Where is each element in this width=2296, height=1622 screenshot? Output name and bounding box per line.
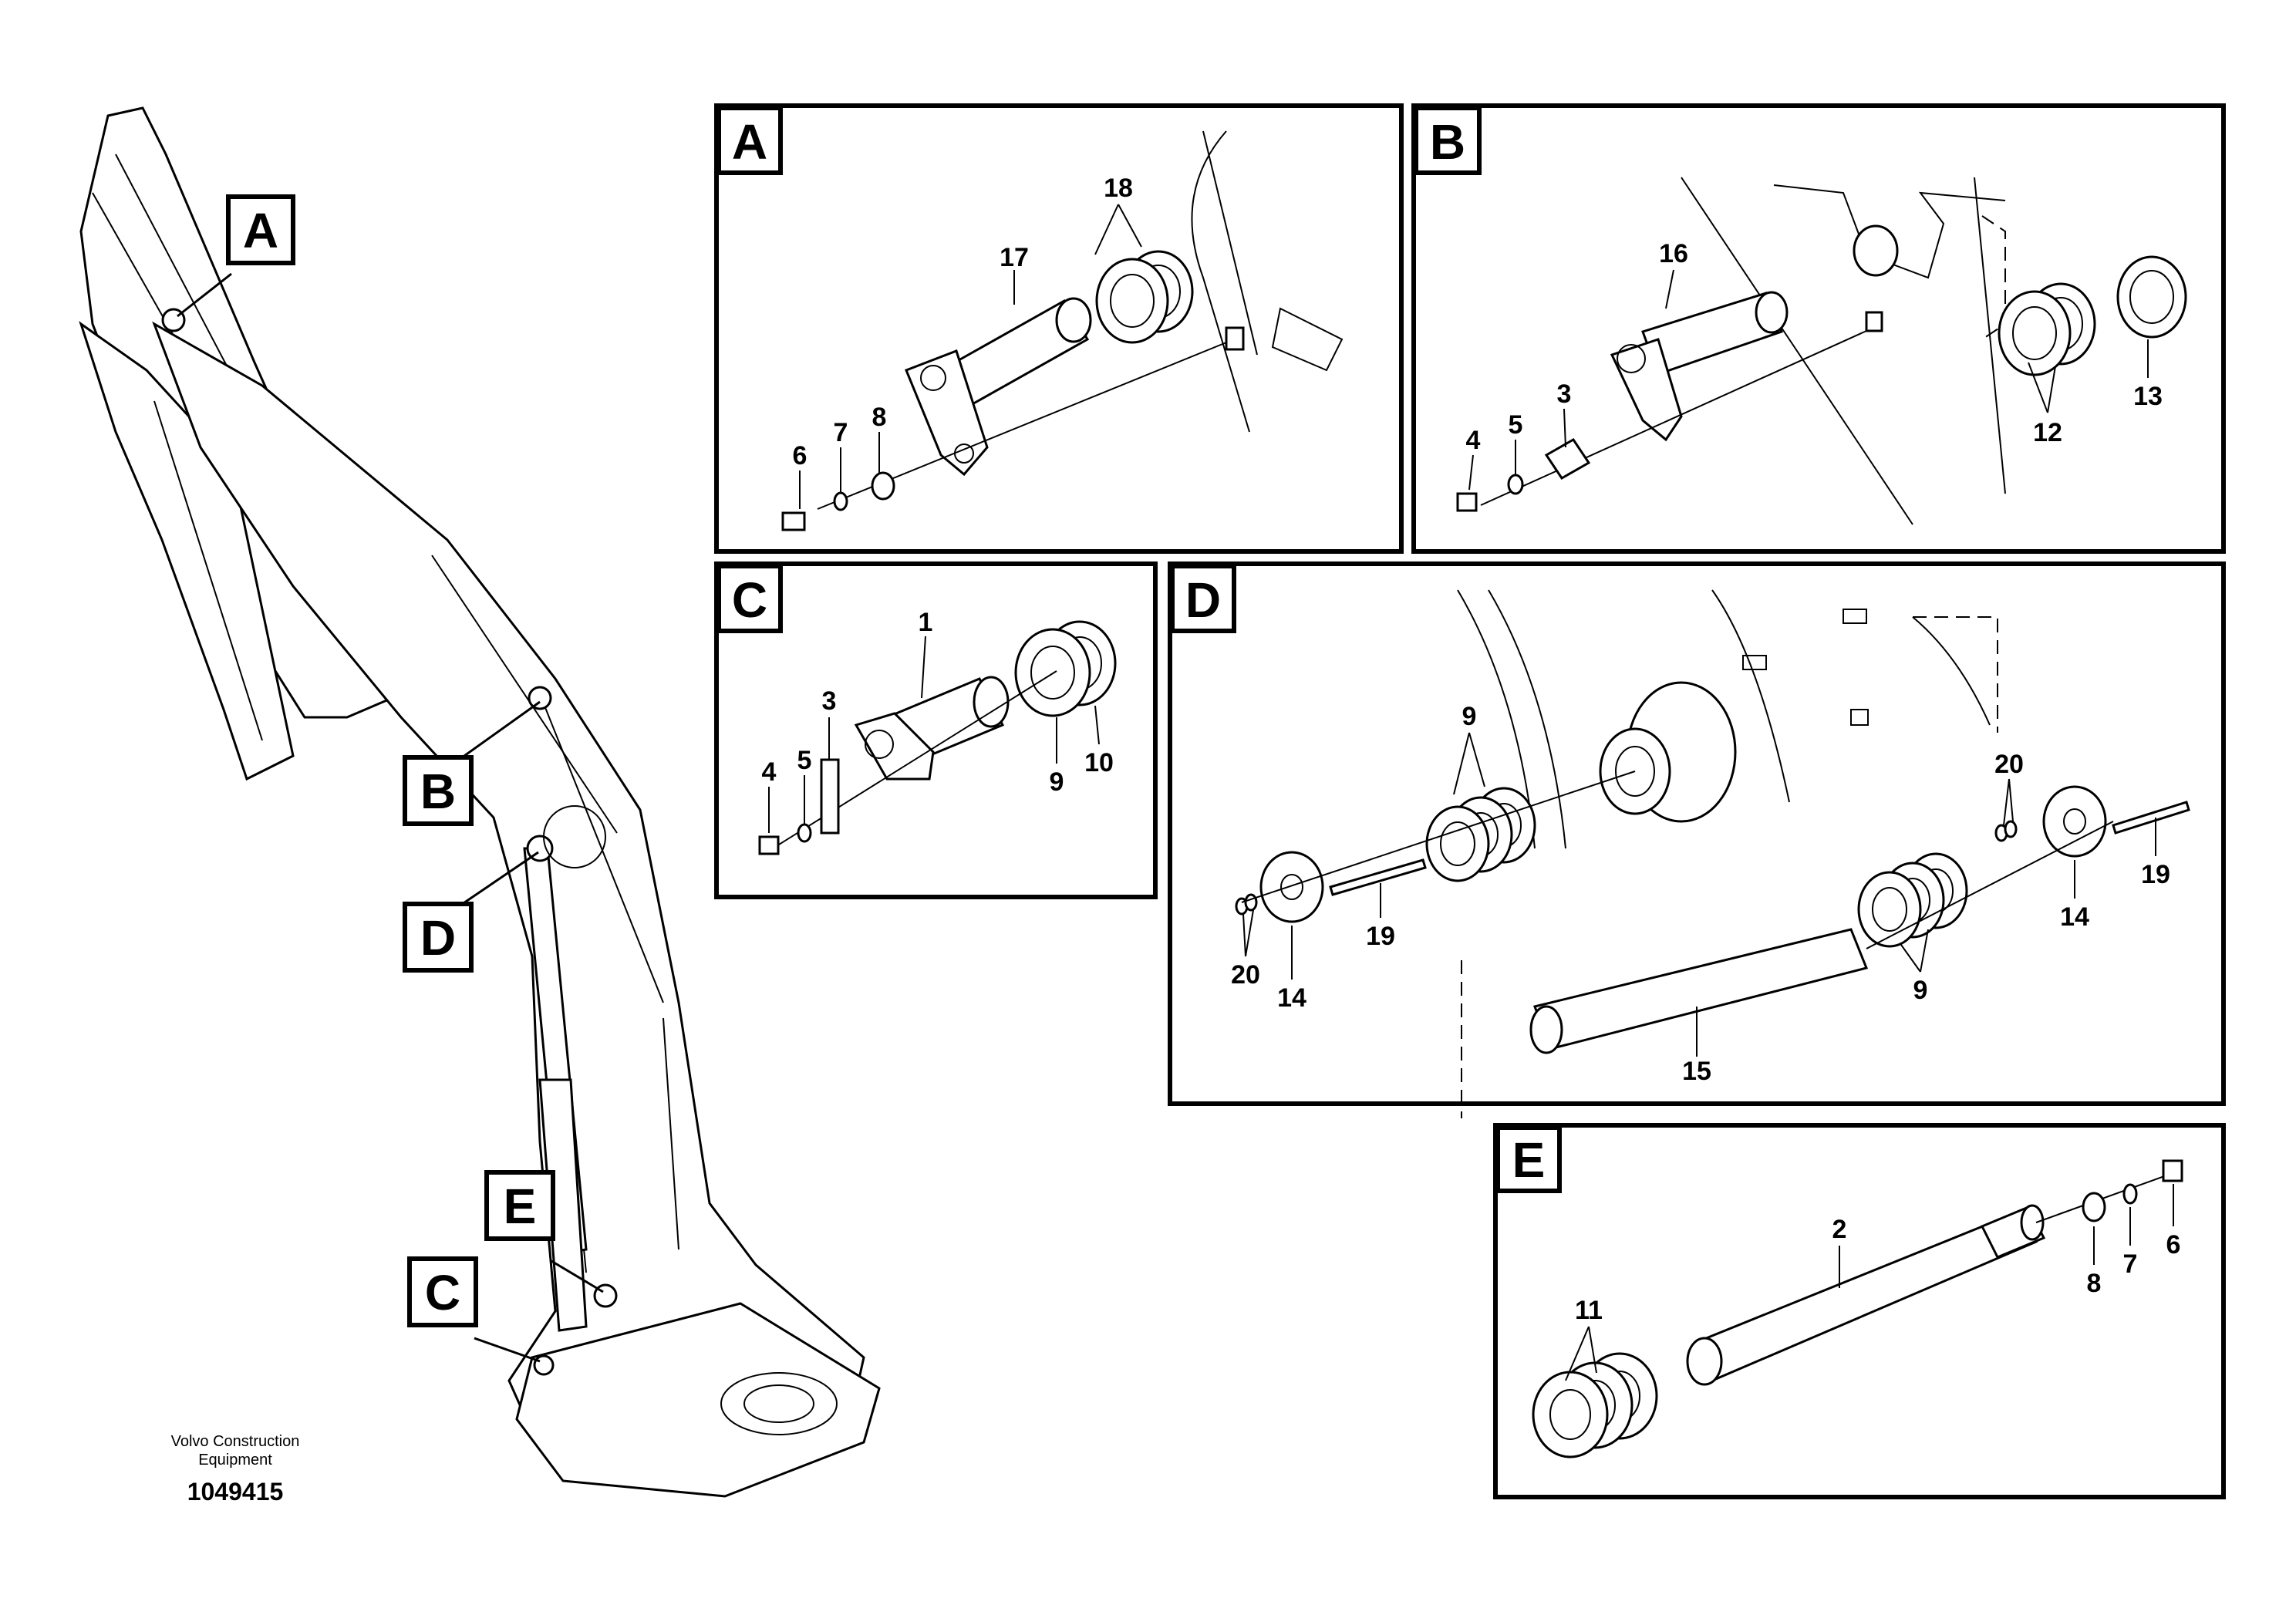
svg-text:D: D [420,910,456,966]
panel-e-label: E [1512,1132,1546,1188]
part-number: 7 [2123,1249,2138,1279]
panel-c-label: C [732,572,767,628]
detail-panel-d: D [1168,561,2226,1118]
detail-panel-e: E 2 11 8 7 6 [1493,1123,2226,1499]
boom-overview [79,106,881,1498]
part-number: 6 [793,441,807,470]
detail-panel-c: C 1 3 4 5 9 10 [714,561,1158,899]
part-number: 13 [2133,382,2163,411]
svg-text:B: B [420,764,456,819]
panel-b-label: B [1430,114,1465,170]
part-number: 5 [1509,410,1523,440]
part-number: 10 [1084,748,1114,777]
part-number: 19 [2141,860,2170,889]
part-number: 15 [1682,1057,1711,1086]
part-number: 14 [1277,983,1306,1013]
callout-leaders [177,272,604,1363]
callout-D: D [403,902,474,973]
part-number: 9 [1050,767,1064,797]
part-number: 8 [2087,1269,2102,1298]
detail-panel-b: B 16 3 4 5 [1411,103,2226,554]
part-number: 4 [1466,426,1481,455]
part-number: 8 [872,403,887,432]
part-number: 9 [1913,976,1928,1005]
panel-a-label: A [732,114,767,170]
part-number: 9 [1462,702,1477,731]
part-number: 17 [1000,243,1029,272]
panel-d-label: D [1185,572,1221,628]
part-number: 11 [1575,1296,1603,1325]
svg-text:E: E [504,1179,537,1234]
svg-text:C: C [425,1265,460,1320]
part-number: 3 [1557,379,1572,409]
part-number: 6 [2166,1230,2181,1259]
part-number: 20 [1231,960,1260,990]
callout-C: C [407,1256,478,1327]
part-number: 20 [1994,750,2024,779]
part-number: 5 [797,746,812,775]
callout-B: B [403,755,474,826]
part-number: 4 [762,757,777,787]
detail-panel-a: A 18 17 6 7 8 [714,103,1404,554]
part-number: 7 [834,418,848,447]
brand-line-1: Volvo Construction [171,1433,300,1450]
brand-line-2: Equipment [198,1452,272,1469]
callout-E: E [484,1170,555,1241]
part-number: 18 [1104,174,1133,203]
part-number: 2 [1832,1215,1847,1244]
part-number: 16 [1659,239,1688,268]
part-number: 19 [1366,922,1395,951]
part-number: 3 [822,686,837,716]
callout-A: A [226,194,295,265]
part-number: 1 [919,608,933,637]
drawing-number: 1049415 [187,1478,284,1506]
svg-text:A: A [243,203,278,258]
part-number: 12 [2033,418,2062,447]
part-number: 14 [2060,902,2089,932]
